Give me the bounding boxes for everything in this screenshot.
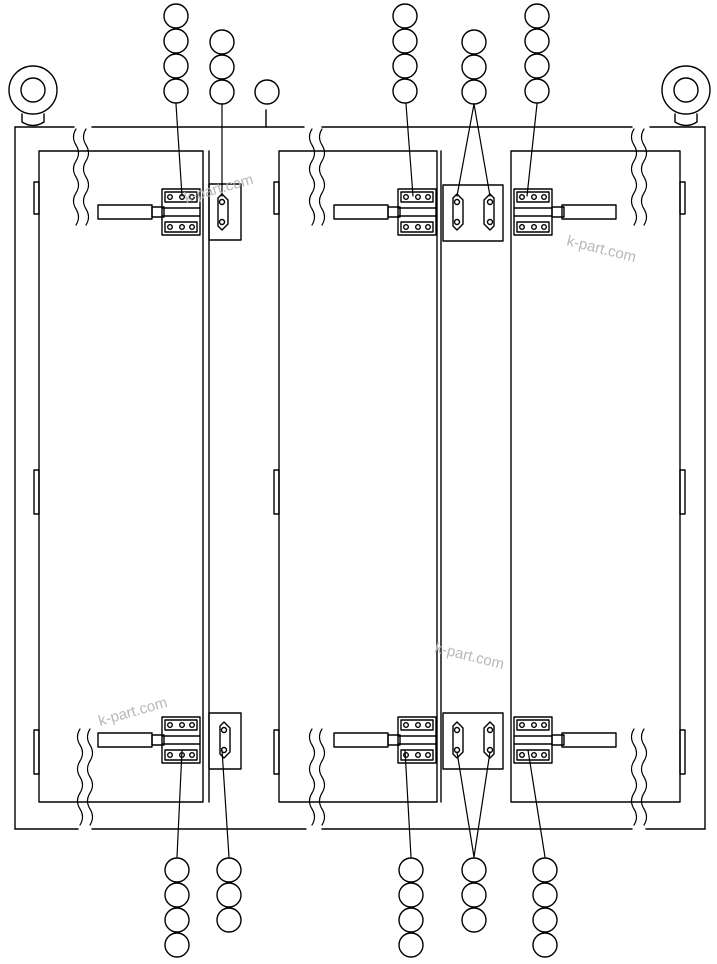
callout-balloon — [164, 932, 190, 958]
toggle-clamp — [97, 188, 201, 236]
callout-group-bottom-left-b — [216, 857, 242, 933]
toggle-clamp — [333, 716, 437, 764]
callout-balloon — [209, 79, 235, 105]
toggle-clamp — [513, 716, 617, 764]
lifting-eye-right — [661, 65, 711, 127]
callout-balloon — [524, 53, 550, 79]
callout-group-top-left-a — [163, 3, 189, 104]
callout-balloon — [163, 3, 189, 29]
callout-group-top-right-a — [524, 3, 550, 104]
callout-group-top-left-b — [209, 29, 235, 105]
callout-balloon — [216, 857, 242, 883]
callout-balloon — [163, 53, 189, 79]
clamp-base — [513, 188, 553, 236]
clamp-handle — [97, 732, 153, 748]
clamp-handle — [561, 204, 617, 220]
toggle-clamp — [513, 188, 617, 236]
leader-lines — [175, 103, 546, 858]
clamp-handle — [97, 204, 153, 220]
callout-group-bottom-right-a — [532, 857, 558, 958]
callout-group-top-center-a — [392, 3, 418, 104]
callout-balloon — [461, 29, 487, 55]
watermark: k-part.com — [182, 171, 255, 207]
callout-balloon — [392, 78, 418, 104]
clamp-handle — [561, 732, 617, 748]
callout-balloon — [461, 857, 487, 883]
callout-balloon — [532, 882, 558, 908]
callout-balloon — [532, 857, 558, 883]
callout-balloon — [164, 882, 190, 908]
watermark: k-part.com — [96, 694, 169, 730]
callout-balloon — [524, 3, 550, 29]
callout-balloon — [532, 932, 558, 958]
watermark: k-part.com — [565, 232, 638, 266]
clamp-base — [397, 188, 437, 236]
lifting-eye-left — [8, 65, 58, 127]
callout-balloon — [164, 857, 190, 883]
callout-group-bottom-left-a — [164, 857, 190, 958]
clamp-latch — [483, 193, 495, 231]
clamp-handle — [333, 204, 389, 220]
callout-balloon — [163, 78, 189, 104]
callout-balloon — [254, 79, 280, 105]
clamp-plate — [442, 184, 504, 242]
callout-balloon — [164, 907, 190, 933]
callout-group-bottom-center-a — [398, 857, 424, 958]
callout-balloon — [216, 882, 242, 908]
callout-balloon — [461, 882, 487, 908]
toggle-clamp — [333, 188, 437, 236]
hinges — [33, 181, 686, 775]
break-marks — [72, 128, 648, 826]
callout-balloon — [209, 29, 235, 55]
callout-balloon — [216, 907, 242, 933]
callout-group-bottom-center-b — [461, 857, 487, 933]
callout-balloon — [392, 3, 418, 29]
clamp-base — [513, 716, 553, 764]
panel-left-center — [278, 150, 438, 803]
clamp-plate — [208, 183, 242, 241]
clamp-latch — [452, 721, 464, 759]
clamp-latch — [217, 193, 229, 231]
callout-balloon — [398, 907, 424, 933]
callout-balloon — [392, 53, 418, 79]
clamp-latch — [219, 721, 231, 759]
clamp-latch — [452, 193, 464, 231]
callout-balloon — [461, 79, 487, 105]
callout-group-top-left-c — [254, 79, 280, 105]
clamp-plate — [208, 712, 242, 770]
callout-balloon — [163, 28, 189, 54]
callout-balloon — [524, 28, 550, 54]
callout-balloon — [392, 28, 418, 54]
callout-balloon — [524, 78, 550, 104]
clamp-base — [397, 716, 437, 764]
callout-balloons — [163, 3, 558, 958]
panel-left — [38, 150, 204, 803]
outer-frame — [14, 109, 706, 830]
callout-balloon — [398, 932, 424, 958]
callout-balloon — [398, 882, 424, 908]
clamp-latch — [483, 721, 495, 759]
clamp-plate — [442, 712, 504, 770]
callout-group-top-center-b — [461, 29, 487, 105]
clamp-handle — [333, 732, 389, 748]
callout-balloon — [532, 907, 558, 933]
callout-balloon — [398, 857, 424, 883]
toggle-clamps — [97, 183, 617, 770]
callout-balloon — [209, 54, 235, 80]
callout-balloon — [461, 54, 487, 80]
callout-balloon — [461, 907, 487, 933]
watermark: k-part.com — [433, 639, 506, 673]
